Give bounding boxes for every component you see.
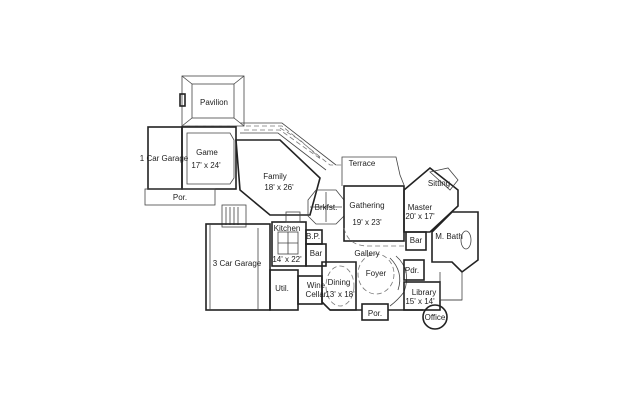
master-bath-walls: [431, 211, 479, 274]
label-porch-front: Por.: [368, 309, 382, 318]
label-bar-kitchen: Bar: [310, 249, 323, 258]
label-game: Game: [196, 148, 218, 157]
pavilion-structure: [179, 75, 245, 127]
breakfast-nook: [307, 189, 345, 225]
master-walls: [403, 166, 459, 233]
label-pavilion: Pavilion: [200, 98, 228, 107]
kitchen-area: [271, 211, 327, 267]
label-family-size: 18' x 26': [264, 183, 294, 192]
label-sitting: Sitting: [428, 179, 450, 188]
label-dining: Dining: [328, 278, 351, 287]
label-terrace: Terrace: [349, 159, 376, 168]
label-butler-pantry: B.P.: [306, 232, 320, 241]
label-library-size: 15' x 14': [405, 297, 435, 306]
label-gathering: Gathering: [349, 201, 384, 210]
label-gallery: Gallery: [354, 249, 379, 258]
label-powder: Pdr.: [405, 266, 419, 275]
label-garage-1: 1 Car Garage: [140, 154, 189, 163]
label-master-size: 20' x 17': [405, 212, 435, 221]
front-porch: [361, 303, 389, 321]
label-dining-size: 13' x 18': [325, 290, 355, 299]
stair: [221, 204, 247, 228]
label-kitchen: Kitchen: [274, 224, 301, 233]
label-foyer: Foyer: [366, 269, 387, 278]
label-master-bath: M. Bath: [435, 232, 463, 241]
label-porch-west: Por.: [173, 193, 187, 202]
label-utility: Util.: [275, 284, 289, 293]
terrace: [341, 156, 405, 186]
label-wine: Wine: [307, 281, 326, 290]
label-master: Master: [408, 203, 433, 212]
label-office: Office: [425, 313, 446, 322]
label-bar-master: Bar: [410, 236, 423, 245]
garage-3: [205, 223, 271, 311]
gathering-walls: [343, 185, 405, 242]
label-cellar: Cellar: [306, 290, 327, 299]
label-gathering-size: 19' x 23': [352, 218, 382, 227]
label-kitchen-size: 14' x 22': [272, 255, 302, 264]
label-family: Family: [263, 172, 287, 181]
walkway: [182, 125, 342, 166]
office-walls: [422, 304, 448, 330]
label-game-size: 17' x 24': [191, 161, 221, 170]
label-garage-3: 3 Car Garage: [213, 259, 262, 268]
west-wing: [144, 126, 237, 206]
family-walls: [235, 139, 321, 216]
label-library: Library: [412, 288, 436, 297]
label-breakfast: Brkfst.: [315, 203, 338, 212]
foyer-area: [357, 253, 408, 307]
